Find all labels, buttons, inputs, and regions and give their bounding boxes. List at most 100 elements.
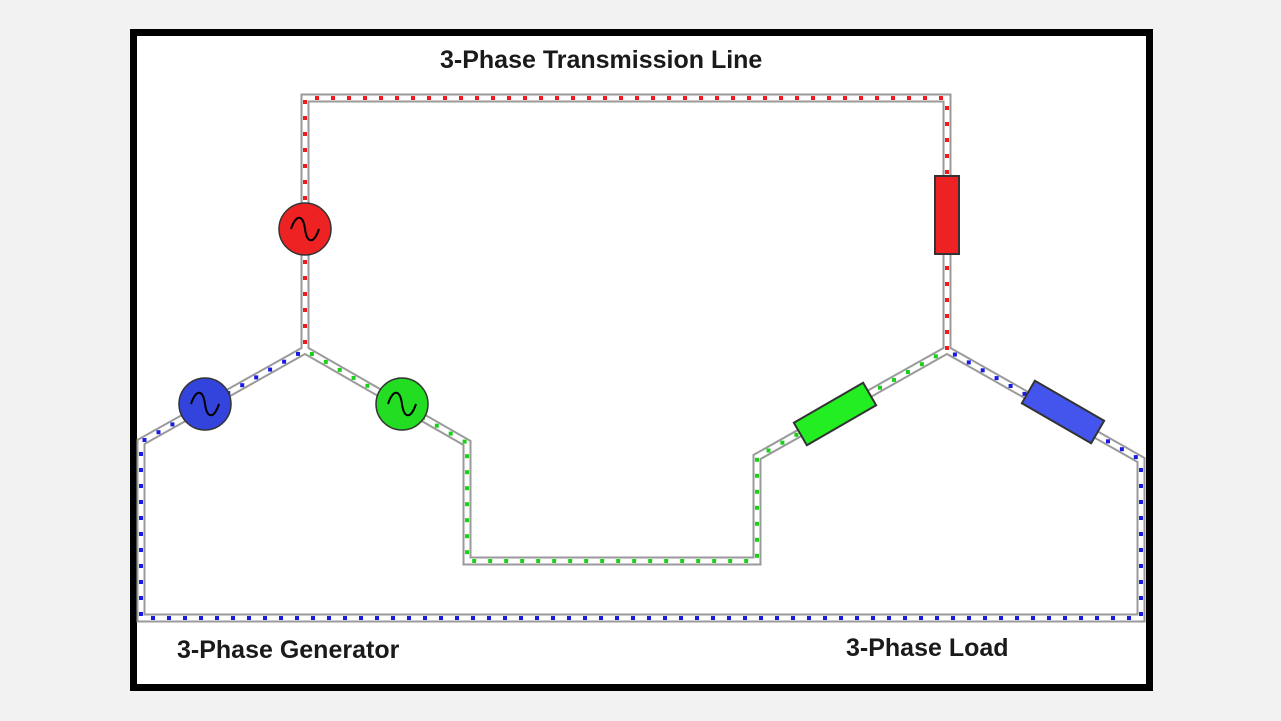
phase-c-current-dot — [1139, 564, 1143, 568]
phase-a-current-dot — [571, 96, 575, 100]
phase-b-current-dot — [448, 431, 453, 436]
phase-c-current-dot — [791, 616, 795, 620]
phase-a-current-dot — [475, 96, 479, 100]
phase-a-current-dot — [843, 96, 847, 100]
phase-a-current-dot — [945, 138, 949, 142]
phase-b-current-dot — [465, 454, 469, 459]
phase-b-current-dot — [755, 505, 759, 510]
phase-c-current-dot — [240, 383, 245, 388]
phase-a-current-dot — [683, 96, 687, 100]
phase-c-current-dot — [139, 468, 143, 472]
phase-c-current-dot — [247, 616, 251, 620]
phase-c-current-dot — [519, 616, 523, 620]
phase-c-current-dot — [487, 616, 491, 620]
phase-a-current-dot — [923, 96, 927, 100]
phase-b-current-dot — [712, 559, 717, 563]
phase-a-current-dot — [945, 346, 949, 350]
phase-c-current-dot — [775, 616, 779, 620]
phase-c-current-dot — [139, 580, 143, 584]
phase-a-current-dot — [303, 324, 307, 328]
phase-c-current-dot — [967, 616, 971, 620]
phase-c-current-dot — [1106, 439, 1110, 444]
phase-b-current-dot — [552, 559, 557, 563]
phase-a-wire — [300, 93, 952, 350]
phase-c-current-dot — [1139, 612, 1143, 616]
phase-c-current-dot — [503, 616, 507, 620]
phase-a-current-dot — [715, 96, 719, 100]
phase-a-current-dot — [303, 132, 307, 136]
phase-c-current-dot — [711, 616, 715, 620]
phase-c-current-dot — [935, 616, 939, 620]
phase-b-current-dot — [648, 559, 653, 563]
phase-a-current-dot — [443, 96, 447, 100]
phase-c-current-dot — [139, 516, 143, 520]
phase-c-wire — [136, 346, 1146, 623]
phase-a-current-dot — [395, 96, 399, 100]
resistor-green-icon — [792, 381, 878, 447]
phase-b-current-dot — [568, 559, 573, 563]
phase-a-current-dot — [779, 96, 783, 100]
phase-c-current-dot — [1063, 616, 1067, 620]
phase-b-current-dot — [465, 470, 469, 475]
phase-c-current-dot — [231, 616, 235, 620]
phase-b-current-dot — [919, 362, 924, 367]
phase-b-wire-core — [303, 347, 949, 564]
phase-b-current-dot — [755, 537, 759, 542]
phase-b-current-dot — [536, 559, 541, 563]
phase-a-current-dot — [303, 308, 307, 312]
phase-c-current-dot — [663, 616, 667, 620]
wire-core — [138, 95, 1144, 621]
phase-b-current-dot — [465, 486, 469, 491]
phase-c-current-dot — [167, 616, 171, 620]
phase-a-current-dot — [555, 96, 559, 100]
phase-c-current-dot — [1047, 616, 1051, 620]
phase-b-current-dot — [465, 550, 469, 555]
phase-b-current-dot — [472, 559, 477, 563]
phase-b-current-dot — [892, 377, 896, 382]
phase-c-current-dot — [1139, 580, 1143, 584]
phase-a-current-dot — [875, 96, 879, 100]
phase-a-current-dot — [303, 340, 307, 344]
phase-b-current-dot — [520, 559, 525, 563]
phase-b-current-dot — [600, 559, 605, 563]
phase-c-current-dot — [599, 616, 603, 620]
phase-a-current-dot — [507, 96, 511, 100]
phase-b-current-dot — [755, 521, 759, 526]
phase-a-current-dot — [523, 96, 527, 100]
phase-c-current-dot — [1133, 455, 1138, 460]
phase-c-current-dot — [1079, 616, 1083, 620]
phase-a-current-dot — [303, 164, 307, 168]
phase-a-current-dot — [411, 96, 415, 100]
phase-b-current-dot — [465, 518, 469, 523]
phase-a-current-dot — [331, 96, 335, 100]
phase-a-current-dot — [795, 96, 799, 100]
phase-c-current-dot — [151, 616, 155, 620]
phase-c-current-dot — [156, 430, 161, 435]
ac-source-red-icon — [278, 202, 332, 256]
phase-c-current-dot — [215, 616, 219, 620]
phase-c-current-dot — [980, 368, 985, 373]
phase-c-current-dot — [759, 616, 763, 620]
phase-c-current-dot — [139, 548, 143, 552]
phase-c-current-dot — [695, 616, 699, 620]
phase-c-current-dot — [139, 452, 143, 456]
phase-b-current-dot — [351, 375, 356, 380]
phase-b-current-dot — [755, 489, 759, 494]
phase-c-current-dot — [727, 616, 731, 620]
phase-c-current-dot — [966, 360, 971, 365]
phase-b-current-dot — [365, 383, 370, 388]
phase-a-current-dot — [945, 282, 949, 286]
phase-a-wire-core — [302, 95, 950, 350]
phase-c-current-dot — [359, 616, 363, 620]
phase-a-current-dot — [303, 196, 307, 200]
phase-c-current-dot — [535, 616, 539, 620]
phase-c-current-dot — [391, 616, 395, 620]
phase-c-current-dot — [871, 616, 875, 620]
phase-a-current-dot — [619, 96, 623, 100]
phase-c-current-dot — [142, 438, 147, 442]
phase-c-current-dot — [183, 616, 187, 620]
phase-a-current-dot — [945, 154, 949, 158]
phase-a-current-dot — [459, 96, 463, 100]
phase-c-current-dot — [743, 616, 747, 620]
phase-a-current-dot — [427, 96, 431, 100]
